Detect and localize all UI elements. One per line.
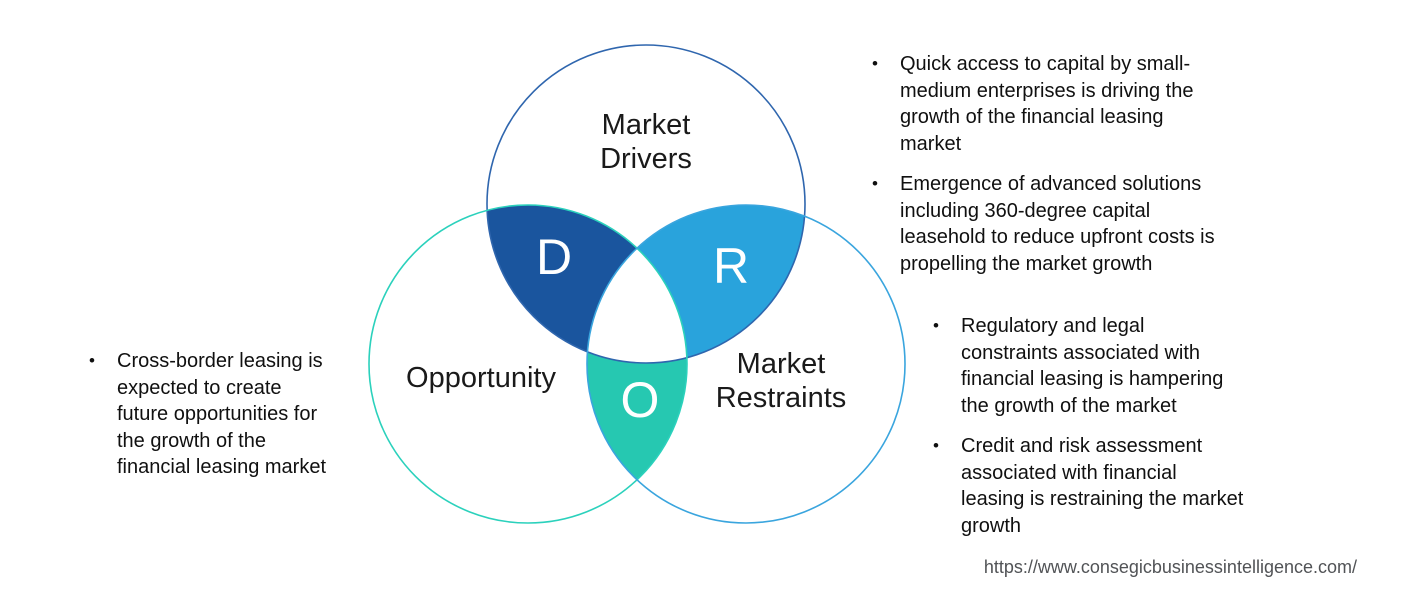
list-item: • Regulatory and legal constraints assoc… — [933, 313, 1243, 419]
drivers-circle-label: Market Drivers — [600, 109, 692, 175]
restraints-letter: R — [712, 238, 750, 294]
list-item: • Quick access to capital by small- medi… — [872, 51, 1215, 157]
opportunity-circle-label: Opportunity — [406, 362, 556, 394]
drivers-point-2: Emergence of advanced solutions includin… — [900, 173, 1215, 275]
circle-restraints-outline — [586, 204, 906, 524]
list-item: • Credit and risk assessment associated … — [933, 433, 1243, 539]
region-drivers-fill — [487, 205, 687, 363]
bullet-icon: • — [872, 54, 878, 73]
opportunity-bullet-list: • Cross-border leasing is expected to cr… — [89, 348, 326, 481]
list-item: • Emergence of advanced solutions includ… — [872, 171, 1215, 277]
circle-drivers-outline — [486, 44, 806, 364]
restraints-point-1: Regulatory and legal constraints associa… — [961, 315, 1224, 417]
restraints-circle-label: Market Restraints — [715, 348, 847, 414]
circle-opportunity-outline — [368, 204, 688, 524]
list-item: • Cross-border leasing is expected to cr… — [89, 348, 326, 481]
bullet-icon: • — [933, 316, 939, 335]
source-url: https://www.consegicbusinessintelligence… — [983, 557, 1357, 577]
drivers-point-1: Quick access to capital by small- medium… — [900, 53, 1194, 155]
restraints-bullet-list: • Regulatory and legal constraints assoc… — [933, 313, 1243, 539]
drivers-letter: D — [535, 229, 573, 285]
bullet-icon: • — [89, 351, 95, 370]
bullet-icon: • — [933, 436, 939, 455]
restraints-point-2: Credit and risk assessment associated wi… — [961, 435, 1244, 537]
drivers-bullet-list: • Quick access to capital by small- medi… — [872, 51, 1215, 277]
opportunity-letter: O — [620, 372, 660, 428]
bullet-icon: • — [872, 174, 878, 193]
region-restraints-fill — [587, 205, 805, 363]
opportunity-point-1: Cross-border leasing is expected to crea… — [117, 350, 326, 478]
